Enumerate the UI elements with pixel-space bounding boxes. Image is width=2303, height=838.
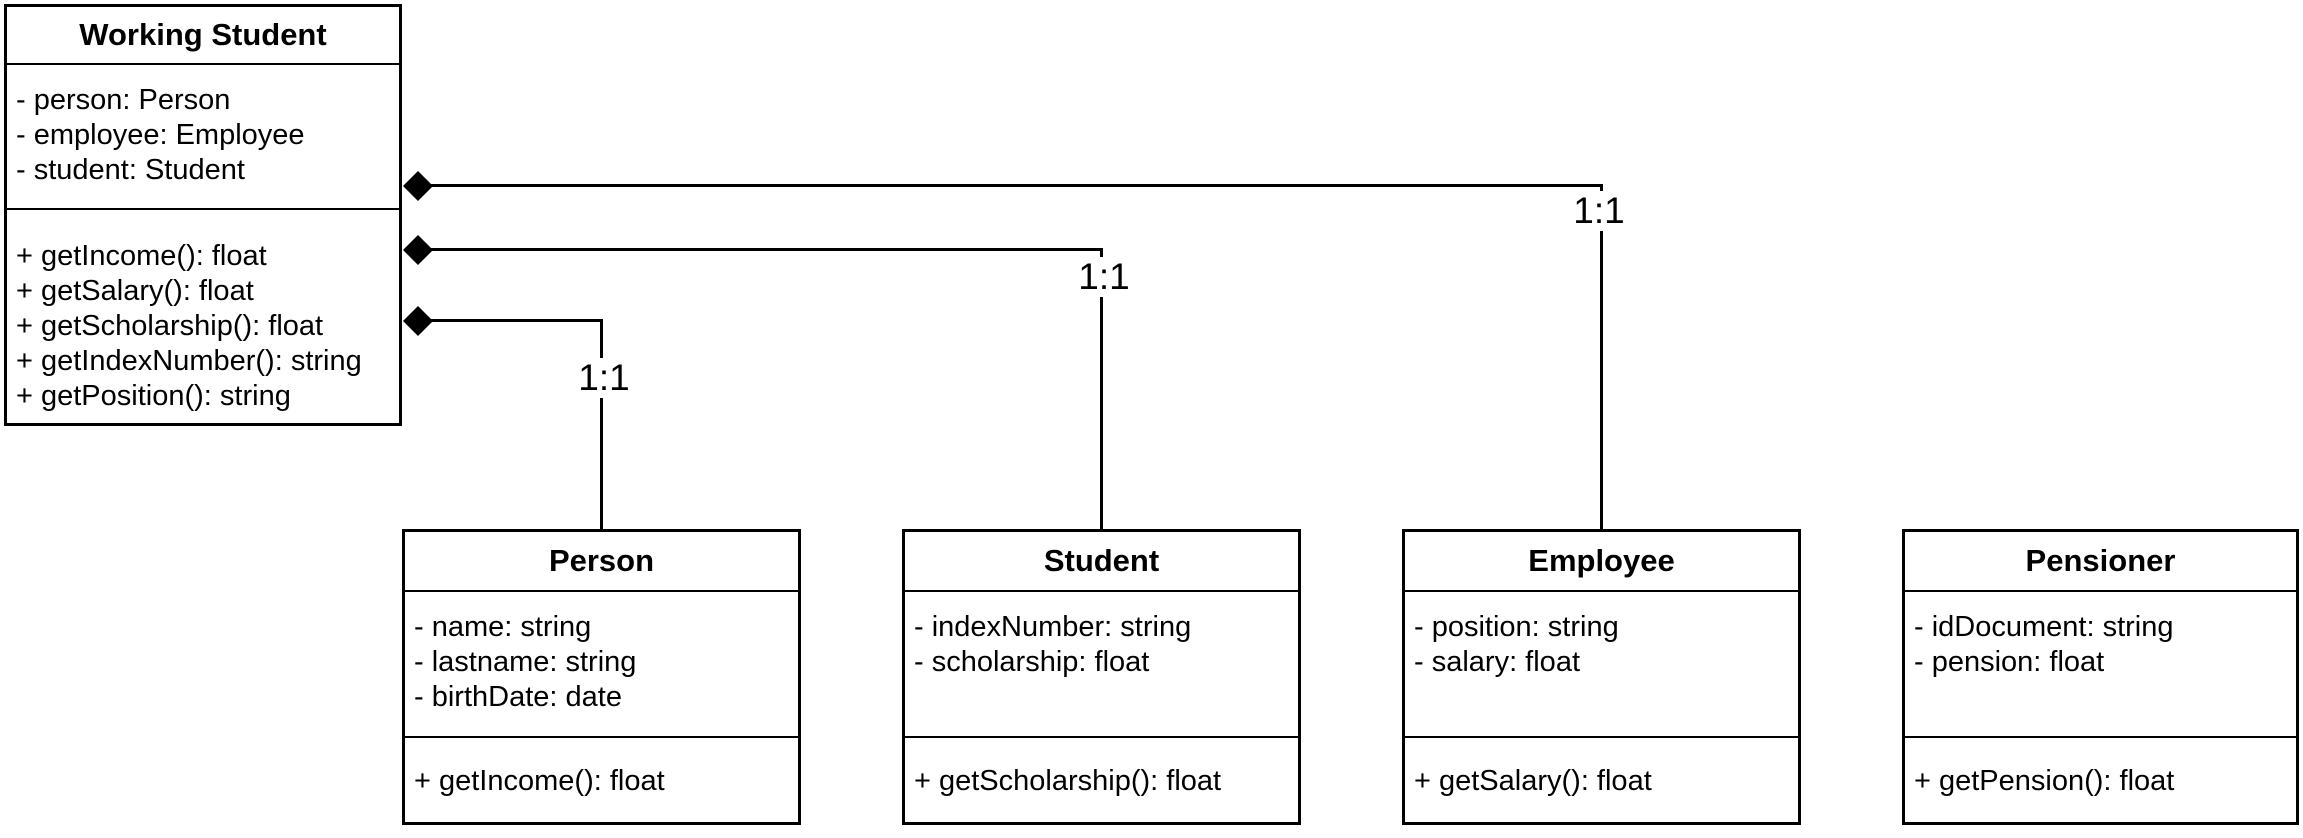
attribute-line: - pension: float [1914, 646, 2105, 678]
attribute-line: - birthDate: date [414, 681, 622, 713]
class-title: Person [405, 532, 798, 592]
method-line: + getPosition(): string [16, 380, 291, 412]
composition-line-employee-vertical [1600, 184, 1603, 531]
attribute-line: - lastname: string [414, 646, 637, 678]
attributes-compartment: - idDocument: string - pension: float [1905, 592, 2296, 738]
attribute-line: - student: Student [16, 154, 245, 186]
attribute-line: - person: Person [16, 84, 231, 116]
attribute-line: - idDocument: string [1914, 611, 2174, 643]
attribute-line: - indexNumber: string [914, 611, 1192, 643]
class-box-employee: Employee - position: string - salary: fl… [1402, 529, 1801, 825]
attributes-compartment: - name: string - lastname: string - birt… [405, 592, 798, 738]
method-line: + getPension(): float [1914, 765, 2175, 797]
attributes-compartment: - position: string - salary: float [1405, 592, 1798, 738]
composition-diamond-icon-student [403, 235, 433, 265]
class-title: Employee [1405, 532, 1798, 592]
method-line: + getIncome(): float [16, 240, 267, 272]
methods-compartment: + getSalary(): float [1405, 738, 1798, 822]
methods-compartment: + getScholarship(): float [905, 738, 1298, 822]
attribute-line: - employee: Employee [16, 119, 305, 151]
method-line: + getSalary(): float [1414, 765, 1652, 797]
attributes-compartment: - indexNumber: string - scholarship: flo… [905, 592, 1298, 738]
multiplicity-label-student: 1:1 [1073, 257, 1135, 297]
class-title: Student [905, 532, 1298, 592]
composition-line-student-vertical [1100, 248, 1103, 531]
class-title: Pensioner [1905, 532, 2296, 592]
method-line: + getIncome(): float [414, 765, 665, 797]
composition-line-student-horizontal [430, 248, 1103, 251]
multiplicity-label-employee: 1:1 [1568, 191, 1630, 231]
attribute-line: - salary: float [1414, 646, 1580, 678]
attribute-line: - position: string [1414, 611, 1619, 643]
attributes-compartment: - person: Person - employee: Employee - … [7, 65, 399, 210]
composition-line-person-vertical [600, 319, 603, 531]
class-box-pensioner: Pensioner - idDocument: string - pension… [1902, 529, 2299, 825]
attribute-line: - name: string [414, 611, 592, 643]
class-box-student: Student - indexNumber: string - scholars… [902, 529, 1301, 825]
multiplicity-label-person: 1:1 [573, 358, 635, 398]
methods-compartment: + getIncome(): float [405, 738, 798, 822]
method-line: + getScholarship(): float [914, 765, 1222, 797]
method-line: + getSalary(): float [16, 275, 254, 307]
class-box-person: Person - name: string - lastname: string… [402, 529, 801, 825]
composition-line-person-horizontal [430, 319, 603, 322]
composition-diamond-icon-person [403, 306, 433, 336]
composition-diamond-icon-employee [403, 171, 433, 201]
method-line: + getIndexNumber(): string [16, 345, 362, 377]
composition-line-employee-horizontal [430, 184, 1603, 187]
methods-compartment: + getPension(): float [1905, 738, 2296, 822]
class-title: Working Student [7, 7, 399, 65]
methods-compartment: + getIncome(): float + getSalary(): floa… [7, 210, 399, 423]
method-line: + getScholarship(): float [16, 310, 324, 342]
class-box-working-student: Working Student - person: Person - emplo… [4, 4, 402, 426]
attribute-line: - scholarship: float [914, 646, 1150, 678]
